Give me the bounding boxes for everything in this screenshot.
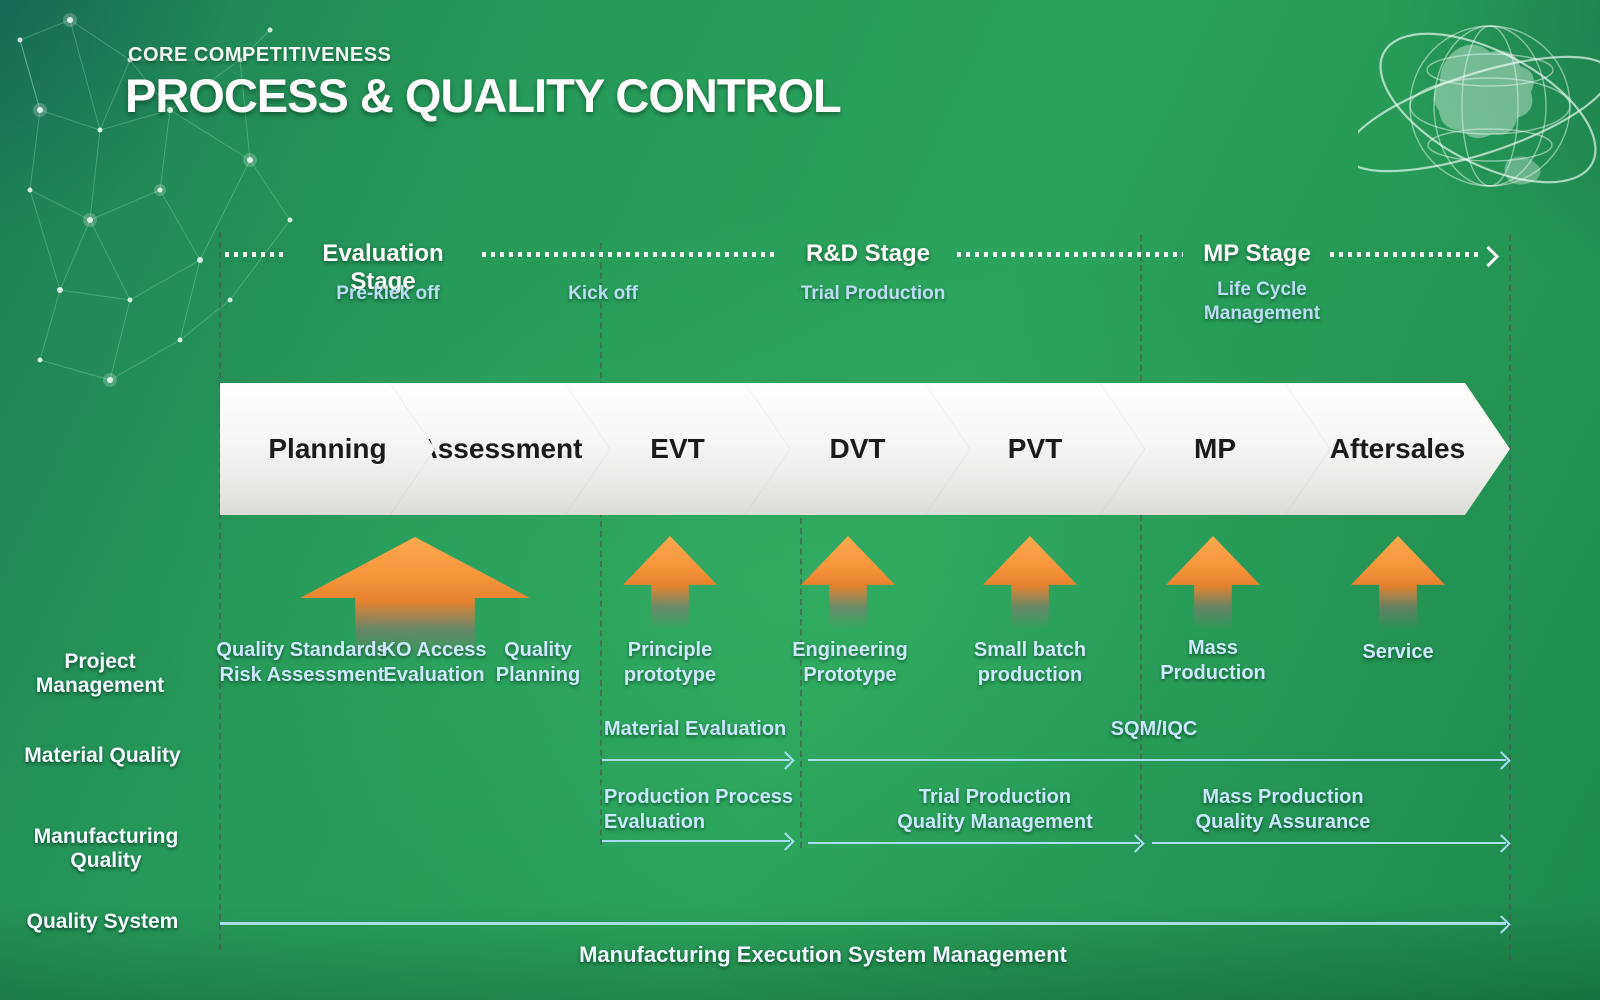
dotted-timeline-segment [1330,252,1482,257]
flow-label-trial-production-quality-management: Trial Production Quality Management [897,786,1093,833]
flow-arrow-line [220,922,1506,925]
pm-item-label: Engineering Prototype [792,639,908,686]
chevron-planning: Planning [220,383,435,515]
flow-arrow-line [1152,842,1506,844]
row-label-material-quality: Material Quality [24,744,181,767]
dashed-divider-line [1509,235,1511,960]
pm-item-label: KO Access Evaluation [381,639,487,686]
stage-sublabel-trial-production: Trial Production [800,283,946,304]
chevron-label: Aftersales [1329,433,1466,464]
flow-arrow-line [602,759,790,761]
pm-item-label: Mass Production [1160,637,1266,684]
flow-label-mes-management: Manufacturing Execution System Managemen… [579,942,1067,967]
dotted-timeline-segment [957,252,1183,257]
chevron-label: EVT [650,433,705,464]
chevron-label: DVT [829,433,886,464]
globe-graphic [1358,25,1600,187]
pm-item-label: Small batch production [973,639,1087,686]
flow-arrow-line [808,842,1140,844]
chevron-label: MP [1194,433,1236,464]
chevron-assessment: Assessment [390,383,610,515]
slide-title: PROCESS & QUALITY CONTROL [125,69,842,122]
dotted-timeline-arrowhead-icon [1477,245,1500,268]
dashed-divider-line [800,518,802,848]
stage-label-rnd: R&D Stage [805,240,931,267]
flow-label-mass-production-quality-assurance: Mass Production Quality Assurance [1195,786,1371,833]
row-label-manufacturing-quality: Manufacturing Quality [33,825,179,872]
stage-label-mp: MP Stage [1203,240,1311,267]
flow-label-sqm-iqc: SQM/IQC [1110,718,1198,740]
pm-item-label: Quality Planning [495,639,581,686]
stage-label-evaluation: Evaluation Stage [322,240,444,295]
chevron-label: Planning [268,433,387,464]
network-graphic [17,13,293,387]
dashed-divider-line [1140,235,1142,850]
up-arrow-icon [801,536,895,630]
stage-sublabel-prekickoff: Pre-kick off [336,283,440,304]
flow-arrow-line [602,840,790,842]
up-arrow-icon [983,536,1077,630]
flow-label-material-evaluation: Material Evaluation [604,718,787,740]
dashed-divider-line [600,243,602,845]
stage-sublabel-lifecycle: Life Cycle Management [1203,279,1321,324]
chevron-label: Assessment [417,433,583,464]
dotted-timeline-segment [225,252,283,257]
row-label-project-management: Project Management [35,650,165,697]
pm-item-label: Principle prototype [623,639,717,686]
pm-item-label: Quality Standards Risk Assessment [216,639,388,686]
dashed-divider-line [219,232,221,950]
pm-item-label: Service [1362,641,1434,663]
flow-label-production-process-evaluation: Production Process Evaluation [604,786,793,833]
kickoff-label: Kick off [568,283,638,304]
slide-eyebrow: CORE COMPETITIVENESS [128,44,392,66]
process-chevron-band: Aftersales MP PVT DVT EVT Assessment Pla… [0,383,1600,515]
row-label-quality-system: Quality System [26,910,179,933]
flow-arrow-line [808,759,1506,761]
up-arrow-icon [1351,536,1445,630]
globe-continent-shape [1433,44,1534,139]
up-arrow-icon [1166,536,1260,630]
dotted-timeline-segment [482,252,777,257]
chevron-label: PVT [1007,433,1063,464]
up-arrow-icon [623,536,717,630]
